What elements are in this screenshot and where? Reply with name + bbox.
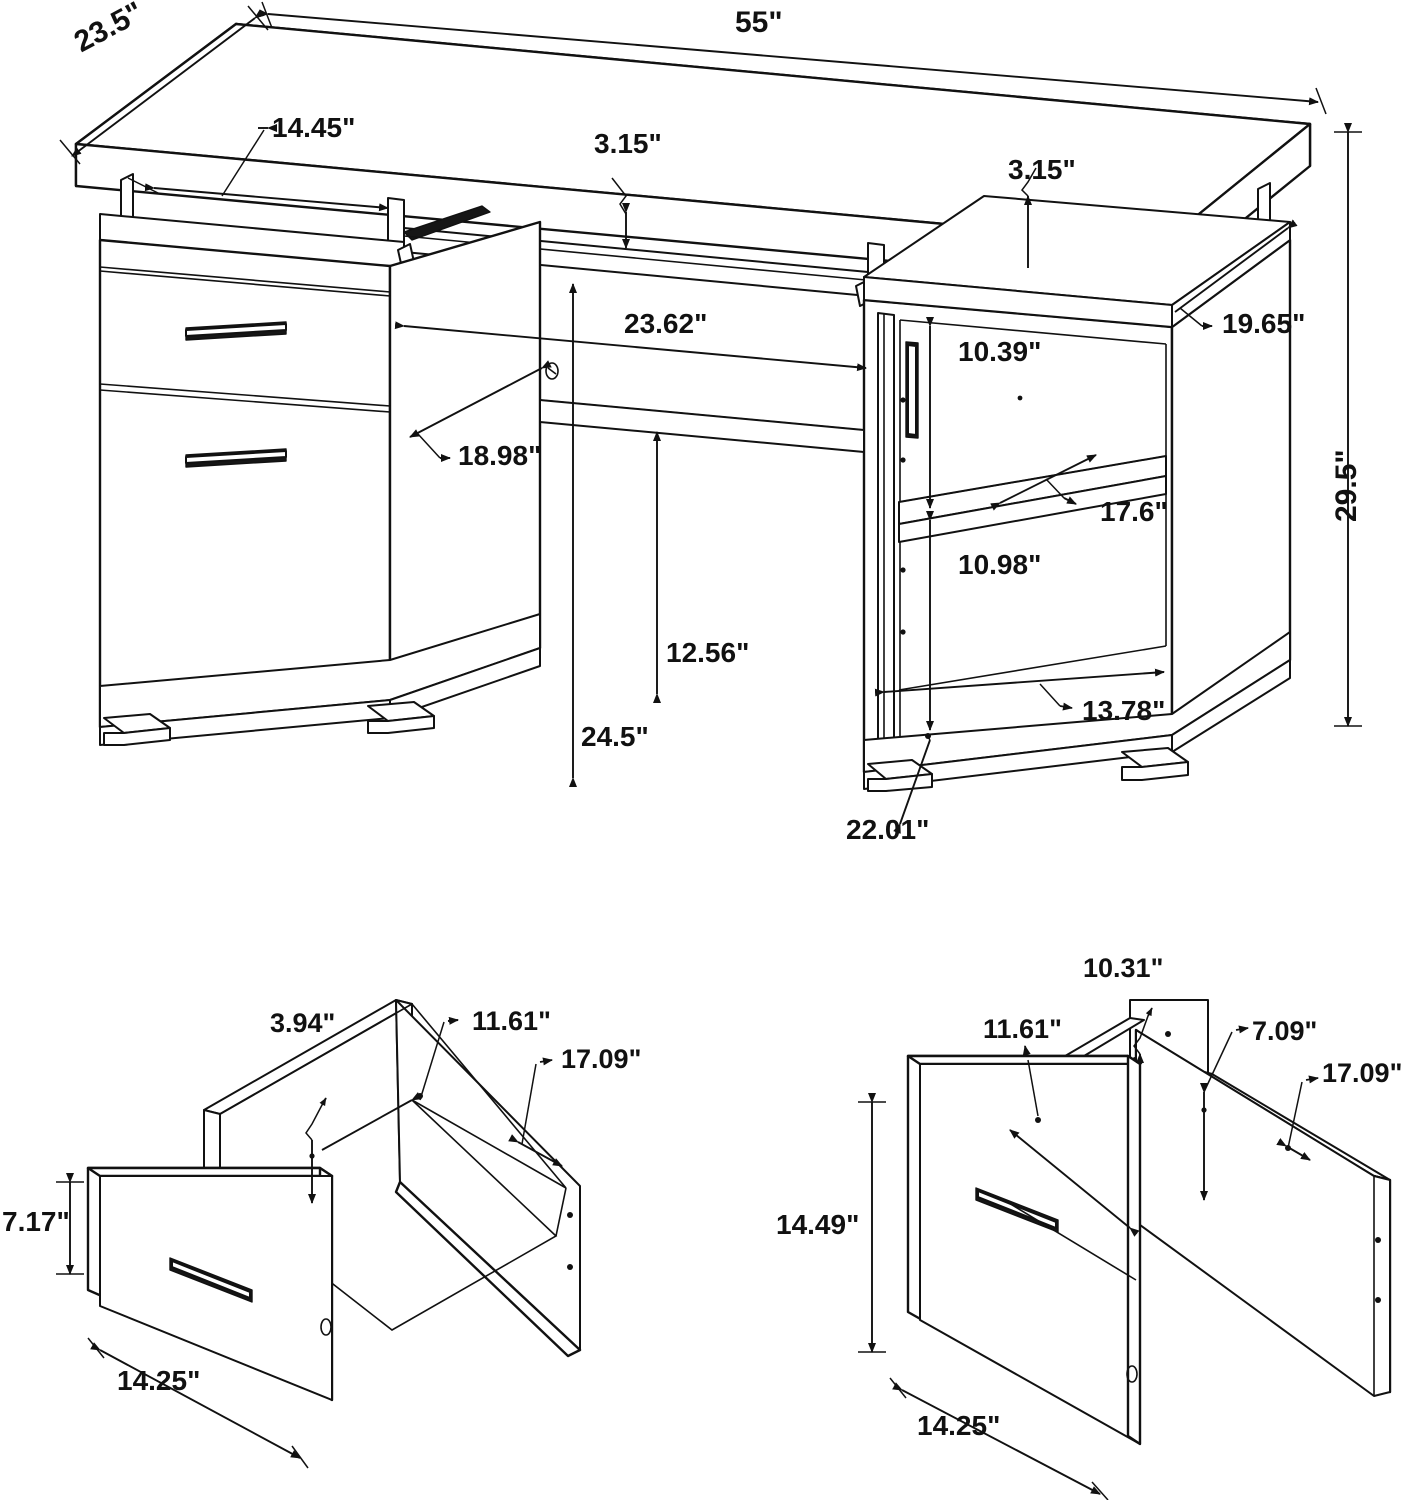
dim-label-cabinet-depth: 19.65" (1222, 308, 1306, 339)
dim-label-width: 55" (735, 6, 783, 39)
dimension-lines-main (59, 1, 1362, 834)
dim-label-fd-front-width: 14.25" (917, 1410, 1001, 1441)
dim-label-sd-front-height: 7.17" (2, 1206, 70, 1237)
dim-label-knee-space-width: 23.62" (624, 308, 708, 339)
left-pedestal (98, 220, 542, 746)
dim-label-top-gap-right: 3.15" (1008, 154, 1076, 185)
dim-label-fd-front-height: 14.49" (776, 1209, 860, 1240)
dim-label-shelf-width: 17.6" (1100, 496, 1168, 527)
dim-label-top-gap-left: 3.15" (594, 128, 662, 159)
dim-label-fd-inner-depth: 17.09" (1322, 1058, 1403, 1088)
dim-label-sd-inner-depth: 17.09" (561, 1044, 642, 1074)
desk-assembly-drawing (59, 1, 1362, 834)
dim-label-fd-rail-height: 7.09" (1252, 1016, 1318, 1046)
dim-label-fd-inner-width: 11.61" (983, 1014, 1062, 1044)
right-cabinet (862, 195, 1292, 792)
small-drawer-drawing (56, 999, 582, 1469)
dim-label-cabinet-inner-depth: 13.78" (1082, 695, 1166, 726)
dim-label-lower-shelf-gap: 10.98" (958, 549, 1042, 580)
dim-label-overall-height: 29.5" (1330, 449, 1363, 522)
dim-label-fd-divider-height: 10.31" (1083, 953, 1164, 983)
file-drawer-drawing (858, 999, 1392, 1500)
dimension-lines-file-drawer (858, 1007, 1319, 1500)
dim-label-cabinet-width: 22.01" (846, 814, 930, 845)
dim-label-floor-to-tray: 24.5" (581, 721, 649, 752)
dim-label-sd-front-width: 14.25" (117, 1365, 201, 1396)
dim-label-knee-clearance: 12.56" (666, 637, 750, 668)
dim-label-keyboard-tray-width: 14.45" (272, 112, 356, 143)
dimension-lines-small-drawer (56, 1016, 563, 1469)
dim-label-upper-shelf-gap: 10.39" (958, 336, 1042, 367)
keyhole-icon (545, 362, 559, 380)
dim-label-sd-inner-height: 3.94" (270, 1008, 336, 1038)
dim-label-pedestal-depth: 18.98" (458, 440, 542, 471)
dim-label-sd-inner-width: 11.61" (472, 1006, 551, 1036)
modesty-rail (539, 399, 865, 453)
